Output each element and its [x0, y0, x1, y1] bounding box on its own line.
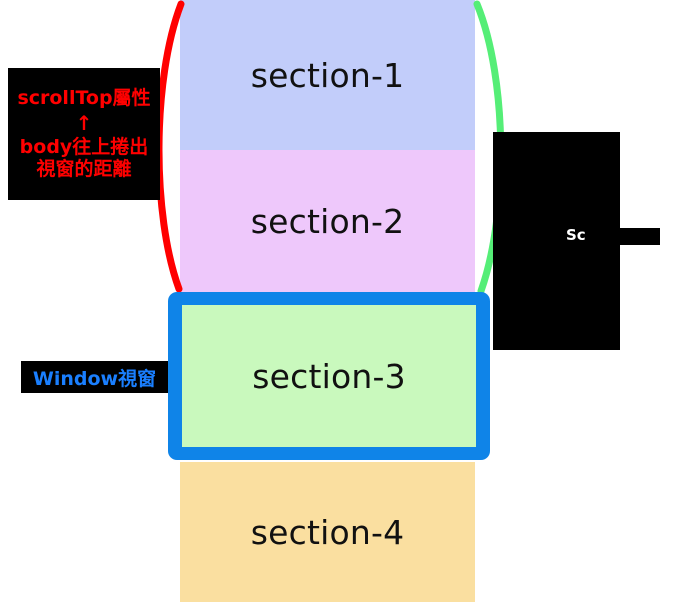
scrolltop-title: scrollTop屬性	[17, 87, 151, 110]
section-4-block: section-4	[180, 462, 475, 602]
section-1-label: section-1	[250, 55, 405, 95]
window-viewport-label: Window視窗	[32, 367, 157, 390]
scrolltop-annotation: scrollTop屬性 ↑ body往上捲出 視窗的距離	[8, 68, 160, 200]
section-3-label: section-3	[252, 356, 406, 396]
section-2-block: section-2	[180, 150, 475, 292]
window-viewport-annotation: Window視窗	[21, 361, 168, 393]
right-block-label: Sc	[566, 226, 586, 244]
redaction-bar	[585, 228, 660, 245]
scrolltop-desc-line1: body往上捲出	[19, 136, 149, 159]
scrolltop-desc-line2: 視窗的距離	[36, 157, 132, 180]
section-2-label: section-2	[250, 201, 405, 241]
arrow-up-icon: ↑	[75, 111, 93, 136]
window-viewport-frame: section-3	[168, 292, 490, 460]
section-1-block: section-1	[180, 0, 475, 150]
section-3-block: section-3	[182, 305, 476, 447]
section-4-label: section-4	[250, 512, 405, 552]
